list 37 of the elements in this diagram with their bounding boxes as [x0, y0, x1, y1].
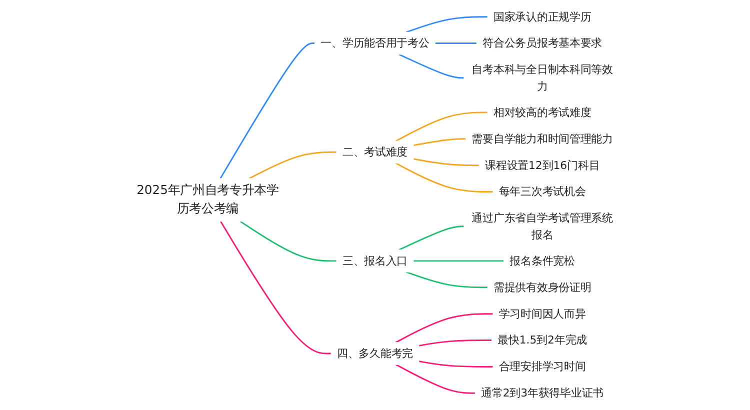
connector	[395, 162, 494, 192]
node-text: 每年三次考试机会	[498, 185, 586, 198]
connector	[398, 226, 464, 251]
node-text: 三、报名入口	[342, 254, 408, 268]
connector	[395, 364, 476, 394]
node-text: 四、多久能考完	[336, 346, 414, 360]
connector	[220, 42, 315, 179]
connector	[240, 220, 337, 262]
node-text: 合理安排学习时间	[498, 360, 586, 374]
connector	[220, 220, 332, 354]
connector	[435, 42, 477, 44]
connector	[248, 151, 337, 180]
connector	[406, 271, 488, 288]
connector	[418, 360, 494, 368]
connector	[413, 158, 480, 166]
node-text: 通常2到3年获得毕业证书	[481, 386, 604, 400]
node-text: 相对较高的考试难度	[493, 106, 592, 119]
node-text: 课程设置12到16门科目	[485, 158, 600, 172]
node-text: 通过广东省自学考试管理系统报名	[472, 212, 613, 241]
connector	[395, 112, 488, 142]
connector	[398, 54, 464, 79]
connector	[413, 138, 466, 146]
node-text: 一、学历能否用于考公	[320, 36, 430, 50]
node-text: 需提供有效身份证明	[493, 280, 592, 294]
connector	[406, 16, 488, 33]
node-text: 国家承认的正规学历	[493, 10, 592, 24]
connector	[413, 260, 504, 262]
node-text: 学习时间因人而异	[498, 307, 586, 320]
node-text: 报名条件宽松	[510, 254, 575, 268]
connector	[395, 313, 494, 344]
node-text: 最快1.5到2年完成	[498, 334, 588, 347]
node-text: 自考本科与全日制本科同等效力	[472, 63, 613, 92]
node-text: 需要自学能力和时间管理能力	[472, 132, 613, 146]
node-text: 二、考试难度	[342, 145, 408, 158]
node-text: 2025年广州自考专升本学历考公考编	[136, 182, 279, 216]
connector	[418, 340, 492, 346]
node-text: 符合公务员报考基本要求	[482, 36, 602, 50]
